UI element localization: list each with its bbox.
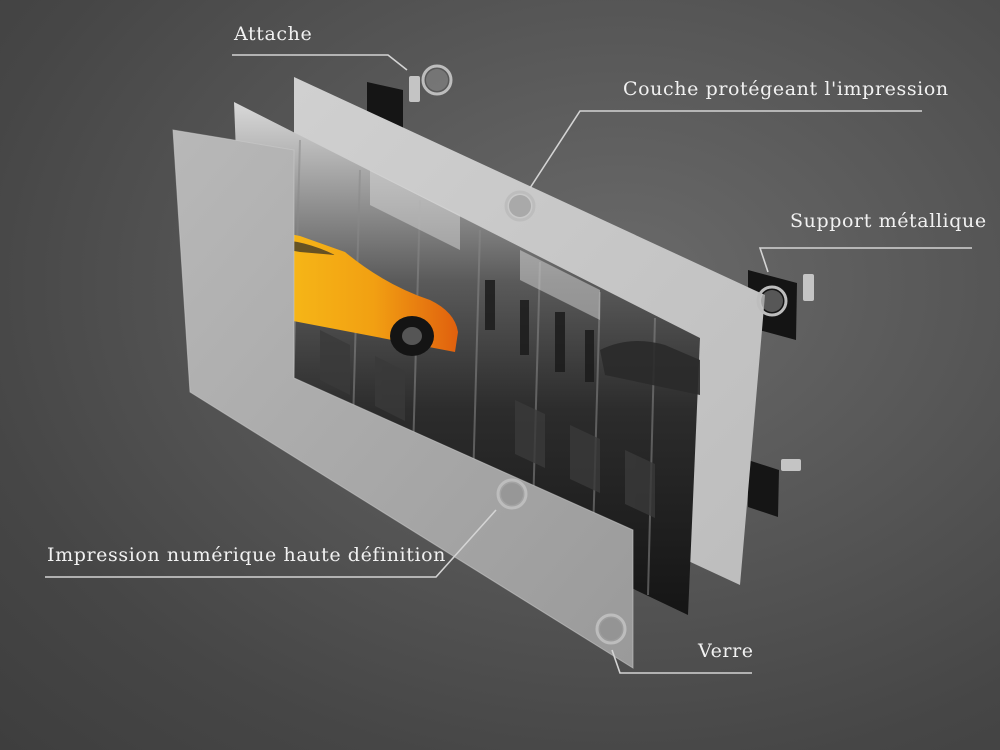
attach-clips (409, 76, 814, 471)
marker-couche (504, 190, 536, 222)
label-impression: Impression numérique haute définition (47, 544, 447, 566)
marker-impression (496, 478, 528, 510)
glass-panel (173, 130, 633, 668)
clip-right (803, 274, 814, 301)
clip-top (409, 76, 420, 102)
label-attache: Attache (234, 23, 313, 45)
printed-photo (234, 102, 700, 615)
callout-markers (421, 64, 788, 645)
clip-bottom (781, 459, 801, 471)
photo-base (234, 102, 700, 615)
marker-attache (421, 64, 453, 96)
label-couche: Couche protégeant l'impression (623, 78, 949, 100)
label-support: Support métallique (790, 210, 987, 232)
marker-verre (595, 613, 627, 645)
leader-lines (45, 54, 972, 674)
label-verre: Verre (698, 640, 754, 662)
support-bracket-bottom (748, 460, 779, 517)
marker-support (756, 285, 788, 317)
